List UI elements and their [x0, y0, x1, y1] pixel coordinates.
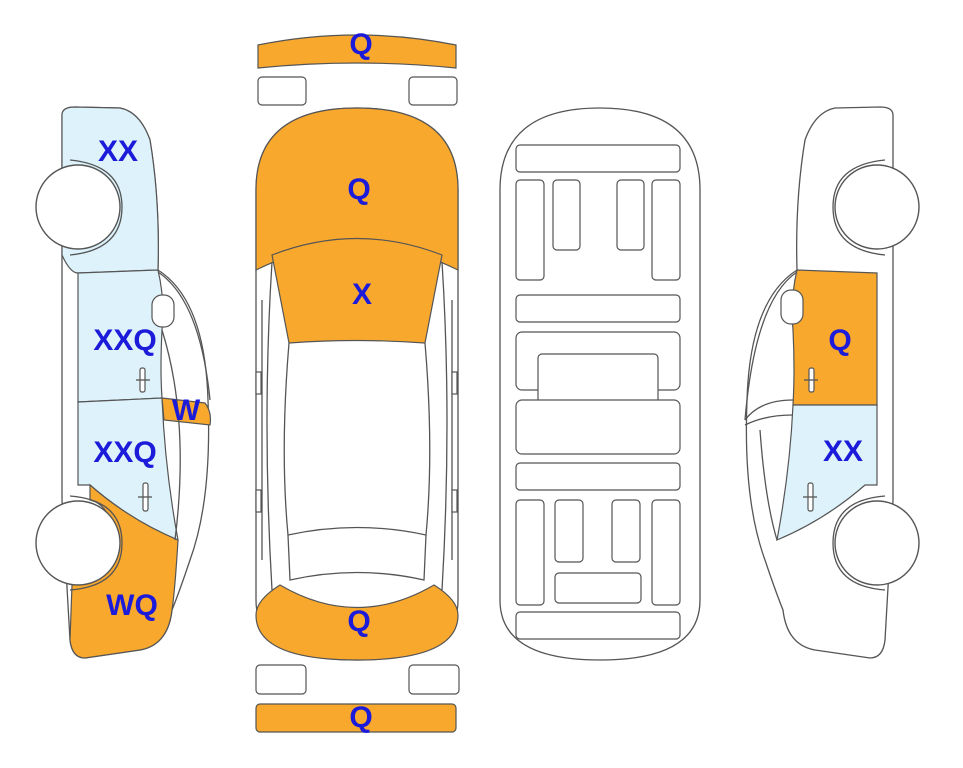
- front-bumper-label: Q: [349, 28, 372, 61]
- front-left-light: [257, 76, 307, 106]
- underside-panel: [515, 179, 545, 281]
- right-window-line: [744, 271, 798, 421]
- left-rear-door-label: XXQ: [93, 436, 156, 469]
- left-window-line: [161, 329, 181, 541]
- right-front-wheel: [834, 164, 920, 250]
- left-side-mirror-glass: [151, 294, 175, 328]
- underside-panel: [515, 611, 681, 640]
- hood-label: Q: [347, 173, 370, 206]
- underside-panel: [554, 572, 642, 604]
- left-side-view: XX XXQ W XXQ WQ: [35, 106, 212, 659]
- right-side-mirror-glass: [780, 289, 804, 325]
- underside-panel: [651, 499, 681, 606]
- underside-panel: [554, 499, 584, 563]
- right-handle-top: [451, 489, 458, 513]
- left-window-line: [157, 271, 211, 401]
- underside-panel: [611, 499, 641, 563]
- underside-panel: [651, 179, 681, 281]
- rear-window-line: [287, 534, 427, 581]
- left-handle-top: [255, 489, 262, 513]
- right-front-wheel-arch: [832, 159, 886, 256]
- right-pillar-line: [441, 261, 448, 591]
- rear-right-light: [408, 664, 460, 695]
- left-mirror-zone[interactable]: [161, 397, 212, 426]
- right-window-line: [759, 429, 778, 541]
- roof-outline: [283, 342, 431, 536]
- underside-panel: [515, 294, 681, 323]
- right-window-line: [744, 414, 794, 426]
- trunk-zone[interactable]: [255, 584, 459, 661]
- top-view: Q Q X Q Q: [255, 28, 460, 734]
- left-front-wheel: [35, 164, 121, 250]
- left-front-door-label: XXQ: [93, 324, 156, 357]
- underside-panel: [515, 499, 545, 606]
- right-rear-wheel-arch: [832, 495, 886, 591]
- front-bumper-zone[interactable]: [257, 34, 457, 69]
- underside-view: [499, 107, 701, 661]
- right-side-view: Q XX: [744, 106, 920, 659]
- trunk-label: Q: [347, 605, 370, 638]
- windshield-label: X: [352, 278, 372, 311]
- left-rear-wheel: [35, 500, 121, 586]
- right-front-door-label: Q: [828, 324, 851, 357]
- left-rear-quarter-label: WQ: [106, 589, 158, 622]
- underside-panel: [616, 179, 645, 251]
- windshield-zone[interactable]: [271, 237, 443, 344]
- underside-panel: [515, 399, 681, 455]
- rear-bumper-label: Q: [349, 701, 372, 734]
- left-mirror-label: W: [172, 394, 201, 427]
- left-rear-wheel-arch: [69, 495, 123, 591]
- rear-bumper-zone[interactable]: [255, 703, 457, 733]
- right-mirror-top: [451, 371, 458, 395]
- underside-panel: [515, 462, 681, 491]
- front-right-light: [408, 76, 458, 106]
- left-pillar-line: [266, 261, 273, 591]
- right-rear-wheel: [834, 500, 920, 586]
- left-front-wheel-arch: [69, 159, 123, 256]
- left-front-fender-label: XX: [98, 135, 138, 168]
- right-window-line: [744, 399, 794, 421]
- underside-panel: [515, 144, 681, 173]
- rear-left-light: [255, 664, 307, 695]
- right-rear-door-label: XX: [823, 435, 863, 468]
- underside-panel: [552, 179, 581, 251]
- left-mirror-top: [255, 371, 262, 395]
